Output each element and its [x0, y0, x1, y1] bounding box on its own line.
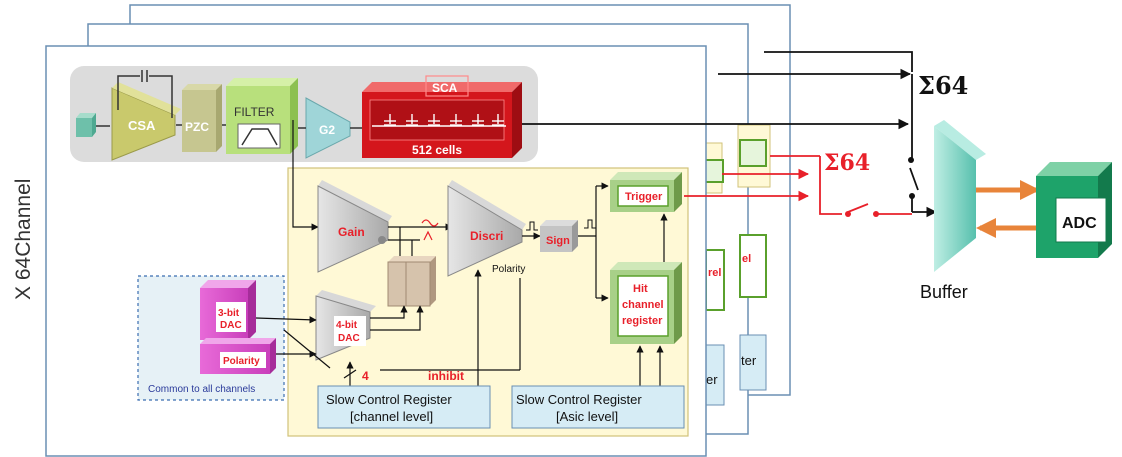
back-fragment-el: el — [742, 253, 751, 265]
dac3-label-1: 3-bit — [218, 308, 240, 319]
g2-amplifier: G2 — [305, 97, 351, 159]
back-fragment-ter: ter — [741, 353, 757, 368]
hit-label-3: register — [622, 315, 663, 327]
feedback-capacitor — [117, 70, 173, 118]
buffer-label: Buffer — [920, 282, 968, 302]
buffer-adc-arrows — [976, 180, 1040, 238]
back-layer-fragments: rel el er ter — [699, 124, 771, 406]
slow-control-register-asic: Slow Control Register [Asic level] — [511, 385, 685, 429]
trigger-label: Trigger — [625, 191, 663, 203]
asic-register-to-hit-wiring — [636, 345, 664, 386]
gain-to-discri-wiring — [388, 223, 453, 262]
sigma-trigger-label: Σ64 — [824, 150, 870, 176]
slow-control-register-channel: Slow Control Register [channel level] — [317, 385, 491, 429]
sca-cells-label: 512 cells — [412, 143, 462, 157]
sign-pulse-icon — [584, 219, 596, 229]
dac3-label-2: DAC — [220, 320, 242, 331]
back-fragment-rel: rel — [708, 267, 721, 279]
csa-amplifier: CSA — [111, 82, 181, 161]
hit-channel-register: Hit channel register — [610, 262, 682, 344]
adc-label: ADC — [1062, 215, 1097, 232]
dac4-block: 4-bit DAC — [315, 290, 376, 361]
trigger-block: Trigger — [610, 172, 682, 212]
resistor-switch — [421, 219, 439, 241]
discri-label: Discri — [470, 229, 503, 243]
buffer-block — [934, 120, 986, 272]
sca-title: SCA — [432, 81, 458, 95]
discriminator: Discri — [447, 180, 526, 277]
pzc-block: PZC — [182, 84, 222, 152]
control-wiring — [380, 269, 521, 386]
g2-label: G2 — [319, 123, 335, 137]
trigger-switch-node — [845, 211, 851, 217]
scr-asic-line2: [Asic level] — [556, 409, 618, 424]
hit-label-1: Hit — [633, 283, 648, 295]
sign-output-wiring — [578, 182, 609, 302]
channels-label: X 64Channel — [12, 179, 35, 300]
sca-memory-block: SCA 512 cells — [362, 75, 522, 158]
dac3-polarity-label: Polarity — [223, 356, 260, 367]
inhibit-label: inhibit — [428, 369, 464, 383]
sign-block: Sign — [540, 220, 578, 252]
hit-label-2: channel — [622, 299, 664, 311]
filter-block: FILTER — [226, 78, 298, 154]
dac-wiring — [255, 305, 424, 386]
csa-label: CSA — [128, 118, 156, 133]
input-cube — [76, 113, 96, 137]
scr-channel-line2: [channel level] — [350, 409, 433, 424]
sigma-analog-label: Σ64 — [918, 71, 968, 100]
pzc-label: PZC — [185, 120, 209, 134]
polarity-label: Polarity — [492, 264, 525, 275]
filter-label: FILTER — [234, 105, 275, 119]
filter-tap-line — [292, 120, 319, 231]
scr-channel-line1: Slow Control Register — [326, 392, 452, 407]
trigger-sum-lines — [684, 155, 912, 215]
gain-label: Gain — [338, 225, 365, 239]
capacitor-bank — [387, 256, 436, 307]
back-fragment-er: er — [706, 372, 718, 387]
common-channels-label: Common to all channels — [148, 384, 255, 395]
dac3-block: 3-bit DAC — [200, 280, 256, 340]
scr-asic-line1: Slow Control Register — [516, 392, 642, 407]
dac3-polarity-block: Polarity — [200, 338, 276, 374]
analog-sum-lines — [718, 51, 938, 218]
analog-switch-node — [908, 157, 914, 163]
sign-label: Sign — [546, 235, 570, 247]
adc-block: ADC — [1036, 162, 1112, 258]
gain-amplifier: Gain — [317, 180, 392, 273]
dac4-label-2: DAC — [338, 333, 360, 344]
discri-pulse-icon — [526, 221, 538, 231]
dac4-bits-label: 4 — [362, 369, 369, 383]
dac4-label-1: 4-bit — [336, 320, 358, 331]
